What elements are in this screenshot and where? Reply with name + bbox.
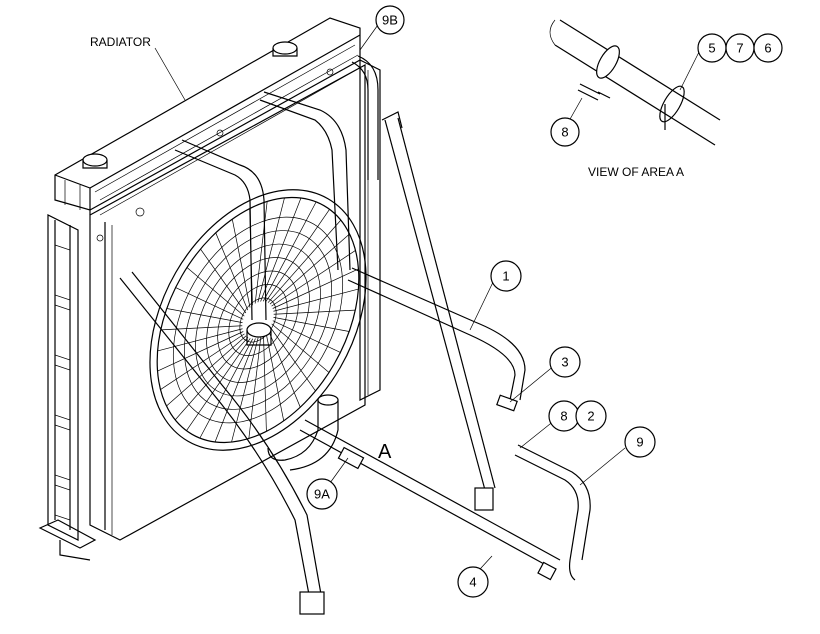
svg-text:4: 4 bbox=[469, 575, 476, 590]
callout-7: 7 bbox=[725, 33, 755, 63]
fan-guard-spoke bbox=[231, 337, 259, 443]
area-a-marker: A bbox=[378, 441, 392, 463]
coolant-tubes bbox=[119, 55, 591, 615]
fan-guard-spoke bbox=[271, 323, 330, 373]
svg-text:7: 7 bbox=[736, 41, 743, 56]
fan-guard-ring bbox=[172, 216, 344, 424]
fan-guard-spoke bbox=[257, 197, 285, 303]
fan-guard-spoke bbox=[199, 338, 254, 439]
svg-text:9A: 9A bbox=[314, 487, 330, 502]
svg-text:9B: 9B bbox=[382, 13, 398, 28]
radiator-label: RADIATOR bbox=[90, 35, 151, 49]
view-of-area-a-label: VIEW OF AREA A bbox=[588, 165, 684, 179]
fan-guard-spoke bbox=[254, 201, 268, 304]
fan-guard-ring bbox=[195, 243, 321, 397]
fan-guard-ring bbox=[228, 284, 288, 356]
fan-guard bbox=[149, 189, 367, 451]
fan-guard-spoke bbox=[272, 268, 359, 309]
callout-4: 4 bbox=[457, 566, 489, 598]
fan-guard-spoke bbox=[166, 335, 247, 407]
svg-text:9: 9 bbox=[636, 435, 643, 450]
fan-guard-ring bbox=[239, 297, 277, 343]
fan-guard-spoke bbox=[214, 338, 256, 443]
fan-guard-spoke bbox=[186, 338, 251, 431]
fan-guard-spoke bbox=[157, 328, 243, 352]
svg-text:8: 8 bbox=[561, 125, 568, 140]
svg-text:6: 6 bbox=[764, 41, 771, 56]
fan-guard-spoke bbox=[160, 325, 243, 331]
fan-guard-spoke bbox=[166, 308, 243, 323]
fan-guard-ring bbox=[217, 270, 299, 370]
fan-guard-spoke bbox=[273, 288, 359, 312]
callout-9b: 9B bbox=[375, 5, 405, 35]
fan-guard-spoke bbox=[271, 250, 356, 307]
callout-6: 6 bbox=[753, 33, 783, 63]
callout-1: 1 bbox=[490, 260, 522, 292]
callout-3: 3 bbox=[549, 346, 581, 378]
fan-guard-spoke bbox=[174, 337, 249, 421]
fan-guard-spoke bbox=[265, 209, 330, 302]
fan-guard-spoke bbox=[186, 267, 245, 317]
fan-guard-spoke bbox=[272, 320, 341, 353]
fan-guard-spoke bbox=[263, 334, 267, 432]
fan-guard-spoke bbox=[265, 332, 285, 421]
callout-8-main: 8 bbox=[548, 400, 580, 432]
fan-guard-spoke bbox=[273, 317, 350, 332]
svg-text:8: 8 bbox=[560, 409, 567, 424]
fan-guard-spoke bbox=[267, 329, 301, 408]
fan-guard-spoke bbox=[200, 248, 247, 314]
svg-text:5: 5 bbox=[708, 41, 715, 56]
fan-guard-ring bbox=[184, 230, 332, 410]
fan-guard-spoke bbox=[231, 219, 251, 308]
callout-5: 5 bbox=[697, 33, 727, 63]
fan-guard-spoke bbox=[273, 309, 356, 315]
inset-view-area-a bbox=[549, 19, 721, 146]
fan-guard-spoke bbox=[267, 219, 342, 303]
fan-guard-spoke bbox=[262, 201, 317, 302]
callout-2: 2 bbox=[575, 400, 607, 432]
callout-9a: 9A bbox=[306, 478, 338, 510]
radiator-frame bbox=[38, 17, 381, 561]
fan-guard-ring bbox=[206, 257, 310, 383]
svg-text:2: 2 bbox=[587, 409, 594, 424]
fan-guard-spoke bbox=[269, 326, 316, 392]
fan-guard-spoke bbox=[157, 331, 244, 372]
fan-guard-spoke bbox=[175, 287, 244, 320]
svg-text:1: 1 bbox=[502, 269, 509, 284]
callout-9: 9 bbox=[624, 426, 656, 458]
callout-8-inset: 8 bbox=[550, 117, 580, 147]
fan-guard-spoke bbox=[215, 232, 249, 311]
fan-guard-spoke bbox=[160, 333, 245, 390]
svg-text:3: 3 bbox=[561, 355, 568, 370]
fan-guard-spoke bbox=[260, 197, 302, 302]
